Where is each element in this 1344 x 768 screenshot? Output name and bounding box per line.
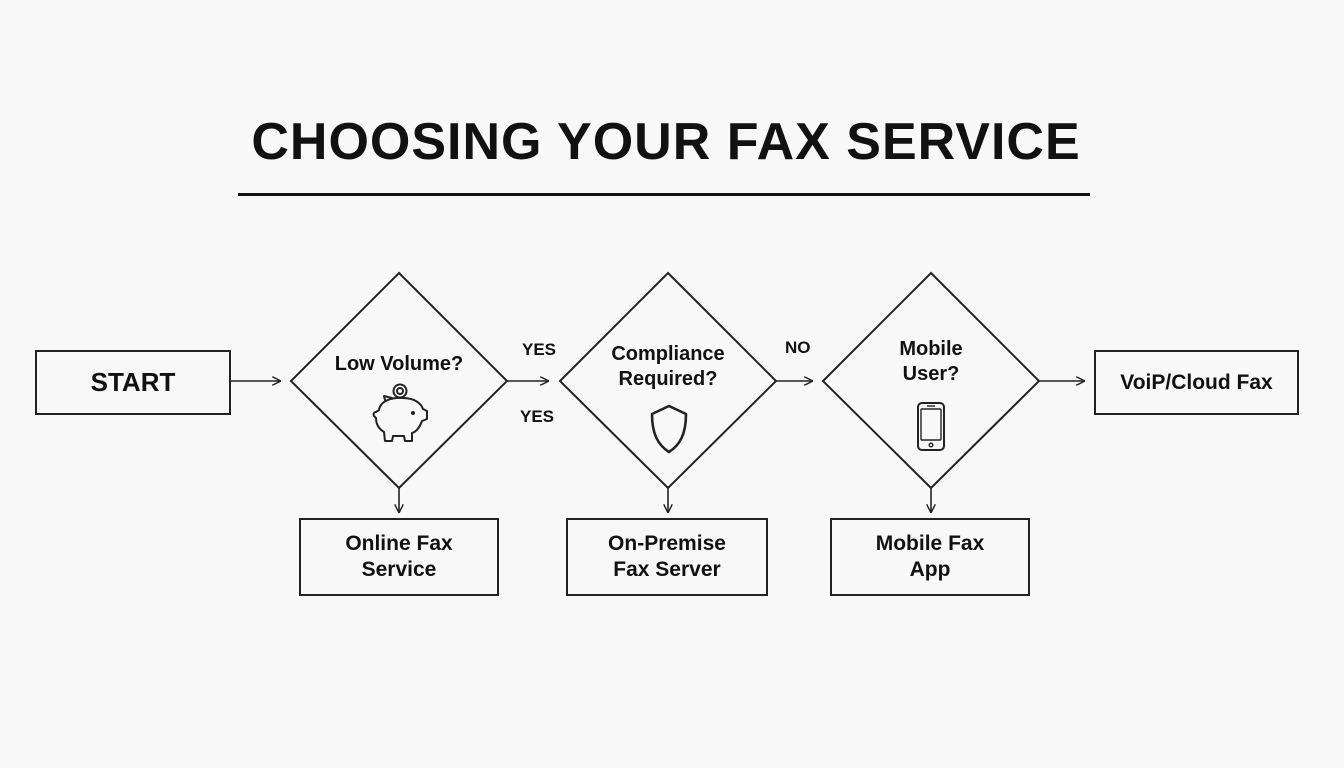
online-fax-label-line1: Online Fax	[345, 531, 453, 555]
mobile-fax-app-label-line1: Mobile Fax	[875, 531, 985, 555]
mobile-fax-app-node: Mobile Fax App	[830, 518, 1030, 596]
start-node: START	[35, 350, 231, 415]
online-fax-service-node: Online Fax Service	[299, 518, 499, 596]
on-premise-label-line2: Fax Server	[613, 558, 721, 581]
mobile-user-label: Mobile User?	[851, 337, 1011, 387]
title-underline	[238, 193, 1090, 196]
edge-label-no: NO	[785, 338, 811, 357]
mobile-user-label-line1: Mobile	[899, 338, 963, 360]
compliance-label-line1: Compliance	[611, 343, 725, 365]
low-volume-label: Low Volume?	[334, 353, 464, 375]
edge-label-yes-bottom: YES	[520, 407, 555, 426]
mobile-fax-app-label-line2: App	[909, 558, 951, 581]
shield-icon	[650, 404, 688, 454]
on-premise-label-line1: On-Premise	[608, 531, 726, 555]
mobile-user-label-line2: User?	[902, 363, 960, 385]
on-premise-fax-server-node: On-Premise Fax Server	[566, 518, 768, 596]
voip-cloud-fax-node: VoiP/Cloud Fax	[1094, 350, 1299, 415]
diagram-title: CHOOSING YOUR FAX SERVICE	[251, 113, 1081, 171]
compliance-label-line2: Required?	[618, 368, 718, 390]
voip-cloud-fax-label: VoiP/Cloud Fax	[1120, 370, 1273, 394]
edge-label-yes-top: YES	[522, 340, 557, 359]
start-node-label: START	[90, 367, 176, 397]
piggy-bank-icon	[372, 383, 428, 442]
decision-diamond-low-volume	[289, 271, 509, 490]
online-fax-label-line2: Service	[361, 558, 437, 581]
compliance-label: Compliance Required?	[578, 342, 758, 392]
smartphone-icon	[917, 402, 945, 451]
